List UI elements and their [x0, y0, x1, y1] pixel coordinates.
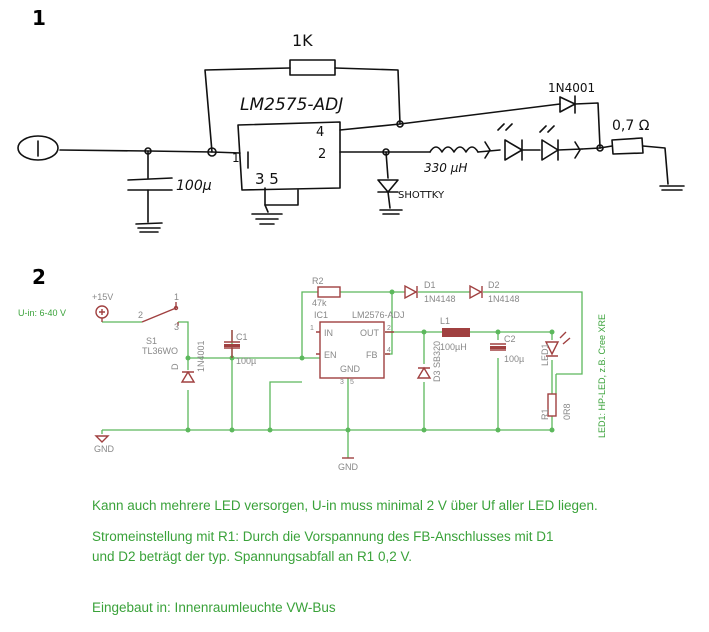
label-r2-val: 47k: [312, 298, 327, 308]
label-c1-ref: C1: [236, 332, 248, 342]
sketch-diode-top: [559, 95, 576, 114]
label-s1-pin2: 2: [138, 310, 143, 320]
label-pin-en: EN: [324, 350, 337, 360]
label-c2-ref: C2: [504, 334, 516, 344]
sketch-label-ic: LM2575-ADJ: [240, 95, 343, 115]
section-2-label: 2: [32, 265, 46, 289]
ground-left: [94, 435, 110, 443]
label-pin-num-2: 2: [387, 325, 391, 332]
label-d3-type: SB320: [432, 341, 442, 368]
note-line-1: Kann auch mehrere LED versorgen, U-in mu…: [92, 498, 598, 513]
c1-body: [224, 344, 240, 347]
diode-d2: [469, 284, 483, 300]
sketch-inductor: [429, 146, 479, 153]
label-vin: U-in: 6-40 V: [18, 308, 66, 318]
label-led1-ref: LED1: [540, 343, 550, 366]
label-l1-val: 100µH: [440, 342, 467, 352]
label-led-note: LED1: HP-LED, z.B. Cree XRE: [597, 314, 607, 438]
label-pin-num-5: 5: [350, 379, 354, 386]
label-gnd-left: GND: [94, 444, 115, 454]
label-d3-ref: D3: [432, 370, 442, 382]
sketch-label-pin35: 3 5: [255, 170, 279, 188]
sketch-resistor-07: [611, 137, 644, 155]
sketch-cap-plate-top: [127, 177, 173, 181]
label-r2-ref: R2: [312, 276, 324, 286]
sketch-led-a: [504, 139, 523, 161]
label-d1-type: 1N4148: [424, 294, 456, 304]
note-line-2: Stromeinstellung mit R1: Durch die Vorsp…: [92, 529, 554, 544]
diode-input: [180, 370, 196, 383]
resistor-r1: [547, 393, 557, 417]
label-pin-gnd: GND: [340, 364, 361, 374]
label-ic-type: LM2576-ADJ: [352, 310, 405, 320]
label-d1-ref: D1: [424, 280, 436, 290]
label-pin-num-1: 1: [310, 325, 314, 332]
sketch-ic-box: [237, 121, 341, 191]
label-d2-ref: D2: [488, 280, 500, 290]
sketch-label-1k: 1K: [292, 31, 313, 50]
diode-d1: [404, 284, 418, 300]
sketch-ground-schottky: [379, 209, 403, 215]
sketch-label-inductor: 330 µH: [424, 161, 467, 175]
sketch-schottky: [377, 179, 399, 193]
diode-d3: [416, 366, 432, 379]
sketch-ground-left: [135, 222, 163, 233]
led1: [544, 341, 560, 357]
inductor-l1: [442, 328, 470, 337]
ic1-box: [319, 321, 385, 379]
sketch-label-resistor-right: 0,7 Ω: [612, 118, 650, 134]
hand-sketch-diagram: 1K LM2575-ADJ 1 4 2 3 5 100µ 330 µH SHOT…: [17, 31, 685, 233]
switch-s1: [141, 307, 177, 323]
wire-junctions: [185, 289, 555, 433]
sketch-label-schottky: SHOTTKY: [398, 190, 445, 201]
sketch-label-pin2: 2: [318, 147, 326, 162]
section-1-label: 1: [32, 6, 46, 30]
label-r1-val: 0R8: [562, 403, 572, 420]
label-pin-fb: FB: [366, 350, 378, 360]
label-s1-pin1: 1: [174, 292, 179, 302]
label-pin-num-4: 4: [387, 347, 391, 354]
resistor-r2: [317, 286, 341, 298]
sketch-resistor-1k: [289, 59, 336, 76]
label-d2-type: 1N4148: [488, 294, 520, 304]
sketch-label-diode-top: 1N4001: [548, 81, 595, 95]
note-line-3: und D2 beträgt der typ. Spannungsabfall …: [92, 549, 412, 564]
label-c1-val: 100µ: [236, 356, 256, 366]
label-d-in-type: 1N4001: [196, 340, 206, 372]
label-c2-val: 100µ: [504, 354, 524, 364]
sketch-label-cap: 100µ: [176, 178, 212, 194]
note-line-4: Eingebaut in: Innenraumleuchte VW-Bus: [92, 600, 336, 615]
sketch-ground-right: [659, 185, 685, 191]
label-s1-pin3: 3: [174, 322, 179, 332]
label-s1-ref: S1: [146, 336, 157, 346]
label-pin-out: OUT: [360, 328, 380, 338]
c2-body: [490, 346, 506, 349]
sketch-ground-ic: [251, 213, 283, 225]
label-pin-num-3: 3: [340, 379, 344, 386]
input-terminal: [17, 135, 59, 161]
label-s1-type: TL36WO: [142, 346, 178, 356]
input-wire: [59, 149, 241, 154]
sketch-label-pin4: 4: [316, 125, 324, 140]
label-ic-ref: IC1: [314, 310, 328, 320]
sketch-label-pin1: 1: [232, 151, 240, 165]
schematic-diagram: U-in: 6-40 V +15V GND S1 TL36WO 1 2 3 D …: [18, 276, 607, 472]
label-plus15: +15V: [92, 292, 113, 302]
label-l1-ref: L1: [440, 316, 450, 326]
label-pin-in: IN: [324, 328, 333, 338]
label-gnd-bottom: GND: [338, 462, 359, 472]
sketch-led-b: [541, 139, 559, 161]
label-d-in-ref: D: [170, 363, 180, 370]
wire-net: [101, 291, 583, 458]
capacitor-c2: [490, 343, 506, 351]
label-r1-ref: R1: [540, 408, 550, 420]
